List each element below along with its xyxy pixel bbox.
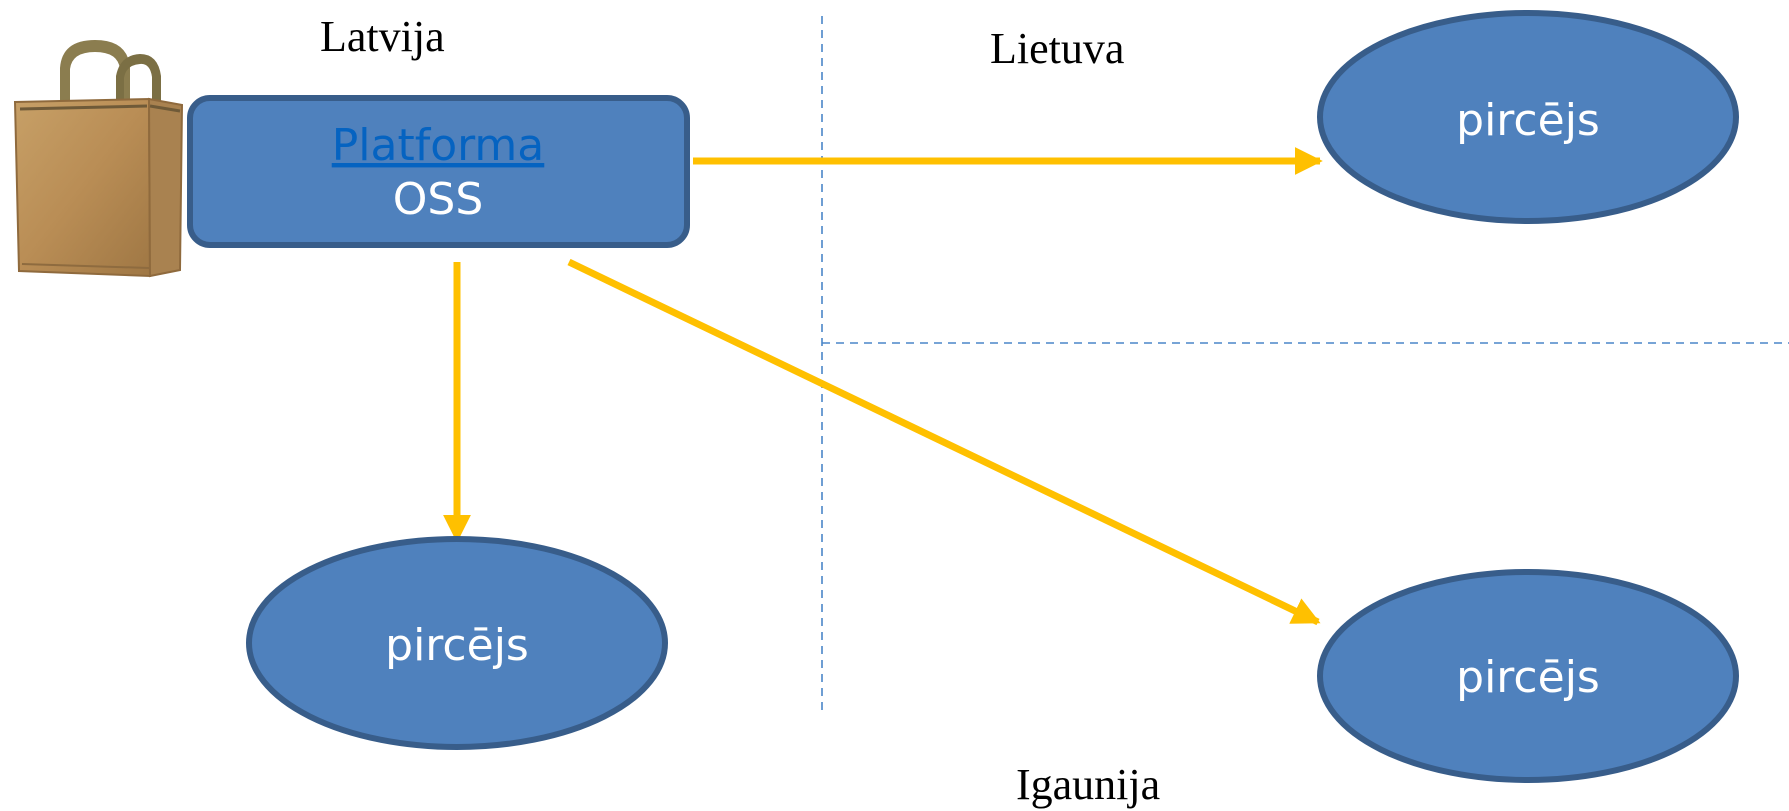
region-label-estonia: Igaunija: [1016, 760, 1160, 809]
platform-scheme-label: OSS: [393, 174, 484, 225]
platform-link[interactable]: Platforma: [332, 120, 545, 171]
buyer-node-lithuania: [1317, 10, 1739, 224]
buyer-node-estonia: [1317, 569, 1739, 783]
buyer-label-latvia: pircējs: [385, 620, 529, 671]
buyer-label-estonia: pircējs: [1456, 652, 1600, 703]
platform-node: [187, 95, 690, 248]
shopping-bag-icon: [13, 40, 184, 278]
buyer-label-lithuania: pircējs: [1456, 95, 1600, 146]
region-label-lithuania: Lietuva: [990, 24, 1124, 73]
buyer-node-latvia: [246, 536, 668, 750]
region-label-latvia: Latvija: [320, 12, 445, 61]
arrow-to-estonia-buyer: [567, 258, 1321, 626]
